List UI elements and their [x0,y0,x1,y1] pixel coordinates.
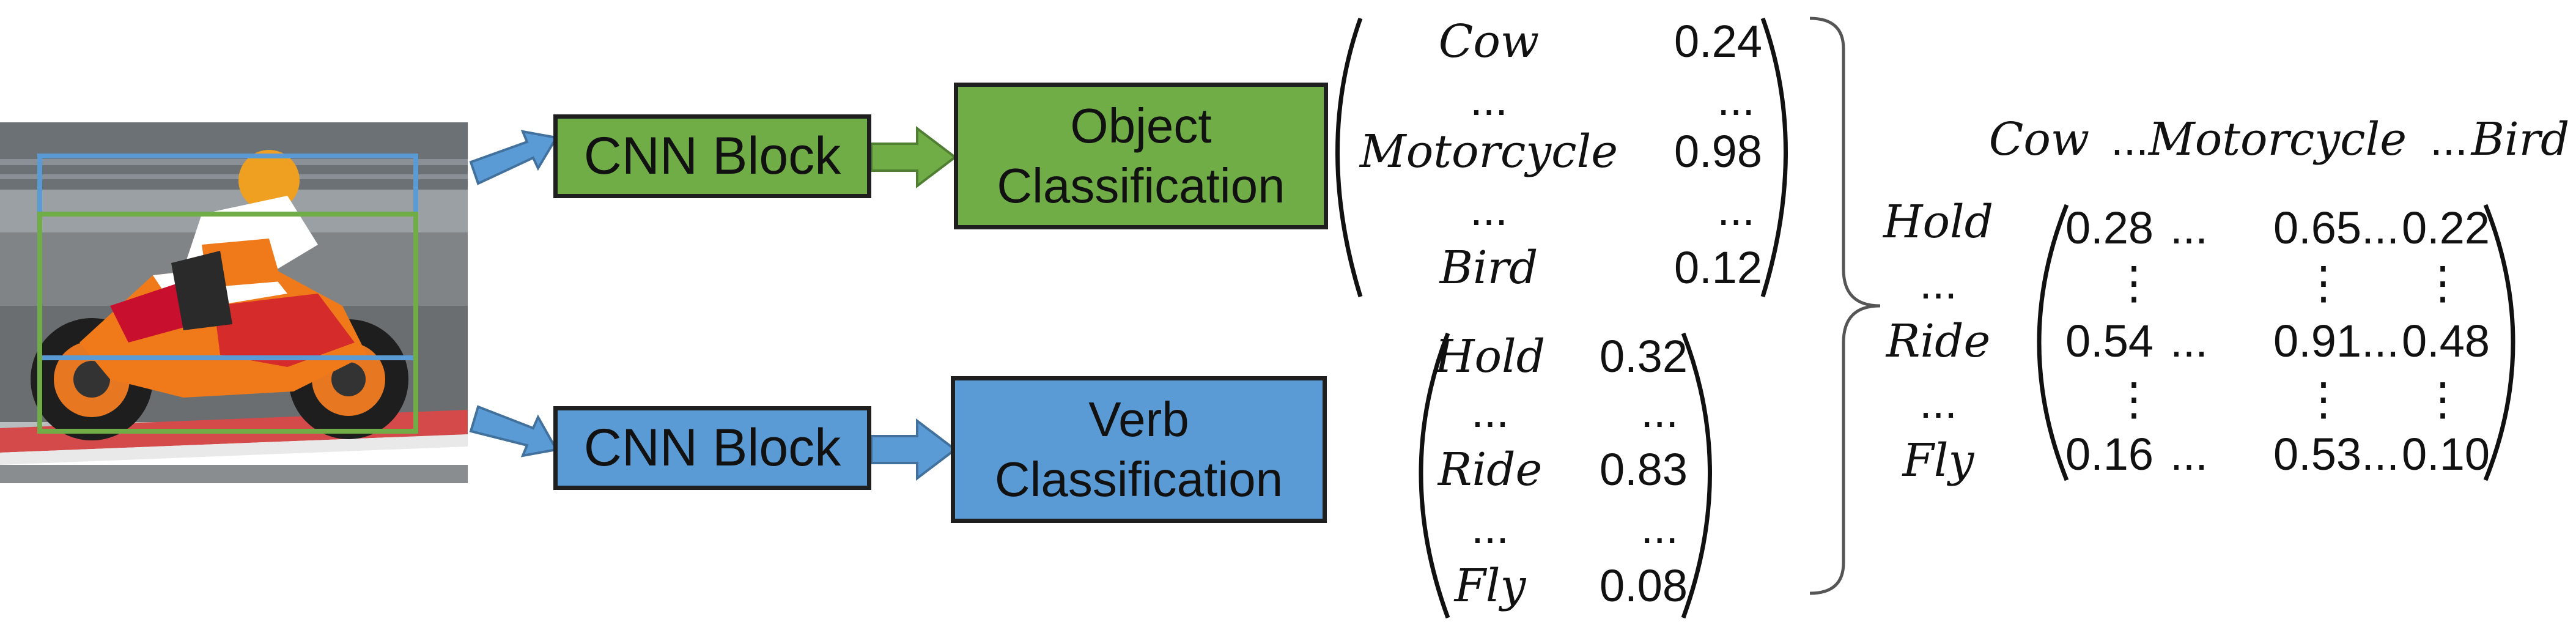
matrix-col-header: Motorcycle [2148,113,2407,166]
matrix-cell: 0.48 [2401,316,2490,366]
matrix-col-header: ... [2430,114,2468,165]
verb-classification-line1: Verb [1088,392,1189,447]
object-label: Motorcycle [1359,125,1618,178]
matrix-cell: ⋮ [2111,258,2157,308]
verb-score: 0.32 [1599,331,1688,382]
arrow-photo-to-cnn-top [469,130,559,185]
matrix-cell: ⋮ [2111,374,2157,424]
matrix-cell: ... [2361,316,2399,366]
matrix-cell: ⋮ [2301,374,2346,424]
verb-vector-left-paren [1419,332,1450,619]
matrix-row-label: Fly [1902,434,1974,487]
object-score: 0.98 [1674,126,1762,177]
matrix-cell: ⋮ [2420,374,2465,424]
matrix-cell: ... [2170,316,2208,366]
verb-vector-right-paren [1681,332,1712,619]
combine-brace [1809,17,1881,595]
object-label: ... [1470,74,1508,125]
matrix-cell: 0.54 [2065,316,2154,366]
object-classification-line1: Object [1070,98,1212,153]
verb-label: ... [1471,386,1509,437]
verb-score: ... [1640,502,1678,553]
verb-label: ... [1471,502,1509,553]
matrix-col-header: Bird [2471,113,2570,166]
cnn-block-object: CNN Block [553,114,871,198]
matrix-right-paren [2483,204,2515,481]
arrow-cnn-to-object [870,125,958,189]
object-score: ... [1717,74,1755,125]
matrix-cell: 0.16 [2065,429,2154,480]
matrix-cell: 0.53 [2273,429,2362,480]
verb-classification-line2: Classification [994,452,1283,506]
matrix-cell: 0.65 [2273,202,2362,253]
photo-illustration [0,122,468,483]
verb-score: ... [1640,386,1678,437]
matrix-col-header: Cow [1988,113,2090,166]
object-label: ... [1470,184,1508,235]
verb-label: Hold [1434,330,1546,383]
matrix-cell: 0.91 [2273,316,2362,366]
cnn-block-verb: CNN Block [553,406,871,490]
motorcycle-photo [0,122,468,483]
matrix-cell: 0.10 [2401,429,2490,480]
object-score: ... [1717,184,1755,235]
matrix-cell: 0.28 [2065,202,2154,253]
matrix-row-label: ... [1919,377,1957,428]
object-score: 0.12 [1674,242,1762,293]
matrix-cell: 0.22 [2401,202,2490,253]
cnn-block-object-label: CNN Block [583,127,841,185]
verb-label: Fly [1454,560,1526,612]
cnn-block-verb-label: CNN Block [583,418,841,477]
object-classification-line2: Classification [997,158,1285,213]
matrix-cell: ... [2361,202,2399,253]
object-vector-left-paren [1335,17,1363,298]
arrow-cnn-to-verb [870,418,958,481]
verb-classification-block: Verb Classification [951,376,1327,523]
matrix-cell: ... [2361,429,2399,480]
verb-score: 0.08 [1599,560,1688,611]
object-label: Cow [1438,15,1540,68]
object-label: Bird [1439,242,1538,294]
matrix-row-label: ... [1919,258,1957,308]
matrix-left-paren [2037,204,2069,481]
matrix-cell: ⋮ [2420,258,2465,308]
matrix-row-label: Ride [1886,315,1991,368]
matrix-cell: ... [2170,429,2208,480]
matrix-cell: ... [2170,202,2208,253]
object-vector-right-paren [1760,17,1788,298]
verb-score: 0.83 [1599,444,1688,495]
matrix-row-label: Hold [1883,196,1994,248]
verb-label: Ride [1437,443,1543,496]
object-classification-block: Object Classification [954,83,1328,229]
object-bounding-box [37,212,418,434]
object-score: 0.24 [1674,16,1762,67]
arrow-photo-to-cnn-bottom [469,405,559,458]
matrix-cell: ⋮ [2301,258,2346,308]
matrix-col-header: ... [2111,114,2149,165]
